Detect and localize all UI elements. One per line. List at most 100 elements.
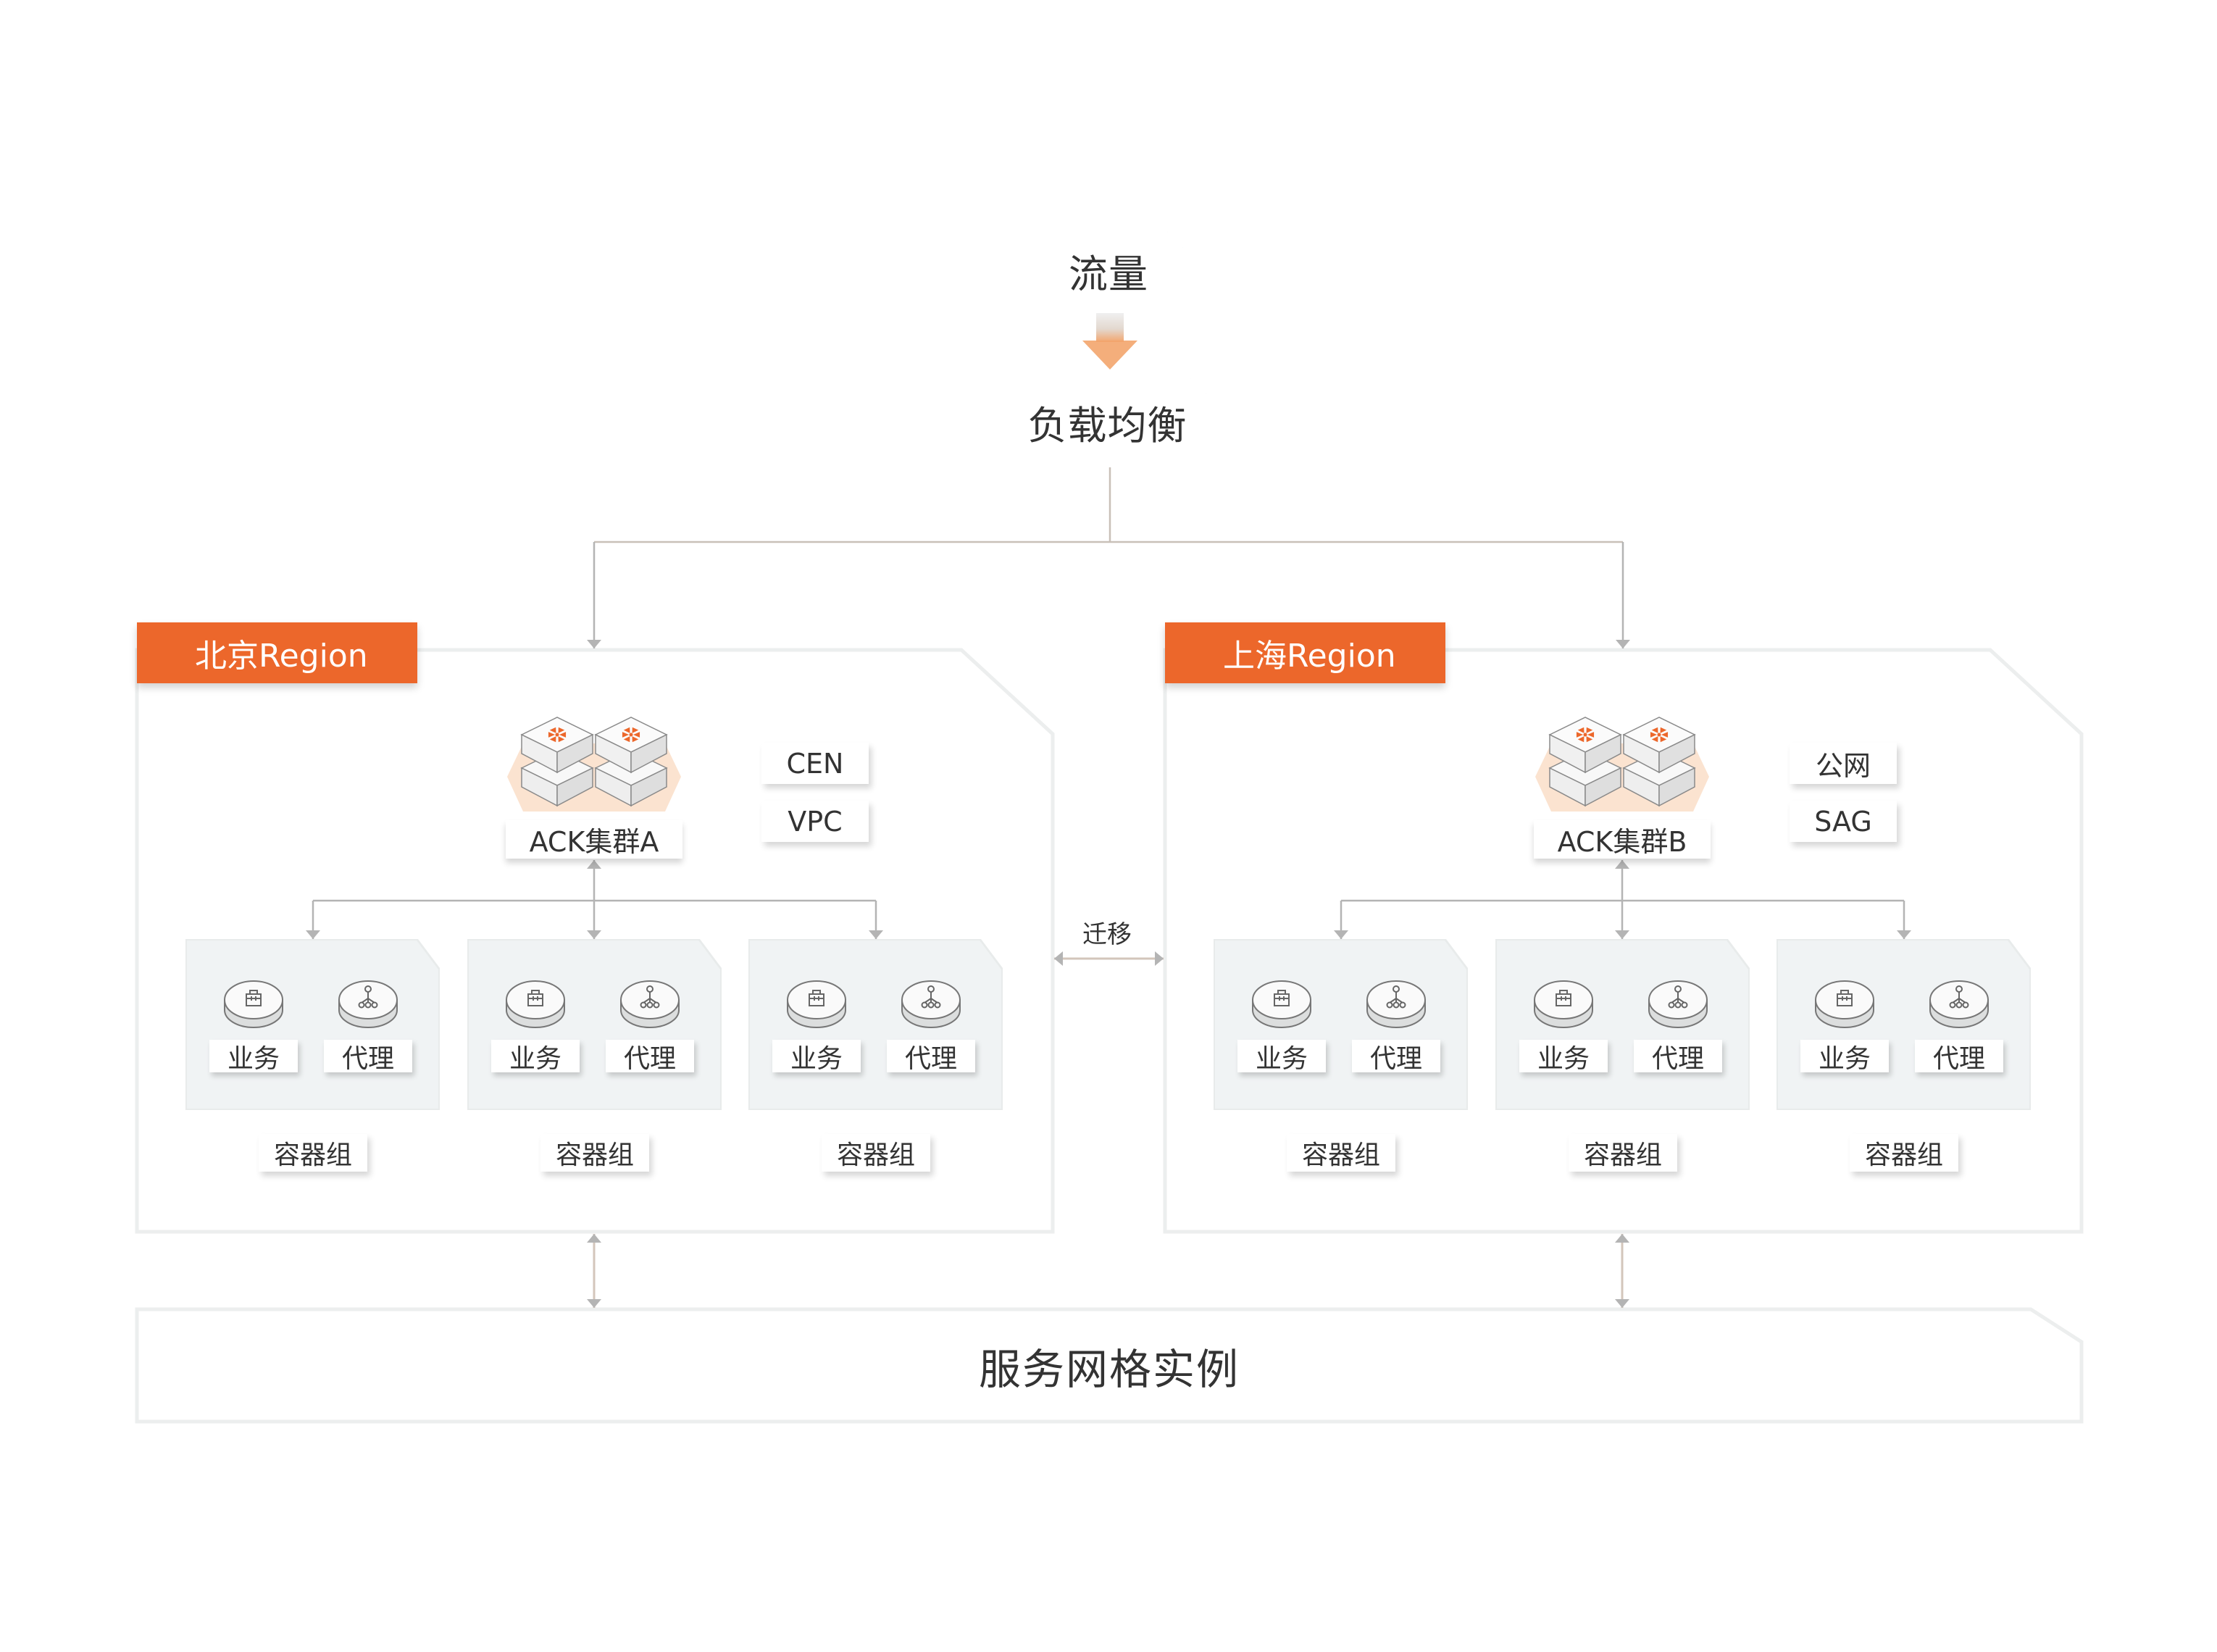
proxy-label-text: 代理 (1651, 1043, 1704, 1074)
proxy-label-text: 代理 (1369, 1043, 1422, 1074)
hierarchy-icon (1386, 985, 1406, 1009)
load-balancer-label: 负载均衡 (1027, 403, 1187, 449)
server-cube-icon (1548, 717, 1622, 807)
network-tag: SAG (1790, 801, 1897, 842)
proxy-label: 代理 (887, 1040, 975, 1074)
migration-label: 迁移 (1082, 920, 1132, 949)
kubernetes-wheel-icon (1650, 727, 1669, 743)
app-container[interactable] (505, 977, 566, 1033)
pod-group-caption: 容器组 (259, 1134, 367, 1172)
pod-group-caption: 容器组 (1850, 1134, 1958, 1172)
pod-group[interactable] (187, 940, 438, 1109)
proxy-label-text: 代理 (623, 1043, 676, 1074)
hierarchy-icon (1949, 985, 1969, 1009)
pod-group[interactable] (1497, 940, 1748, 1109)
proxy-label: 代理 (1352, 1040, 1440, 1074)
pod-group[interactable] (750, 940, 1001, 1109)
kubernetes-wheel-icon (1576, 727, 1595, 743)
pod-group-caption-text: 容器组 (1864, 1140, 1943, 1170)
briefcase-icon (246, 990, 262, 1006)
proxy-label-text: 代理 (1932, 1043, 1985, 1074)
app-container[interactable] (786, 977, 847, 1033)
traffic-node: 流量 (1034, 232, 1183, 309)
proxy-label: 代理 (606, 1040, 694, 1074)
pod-group-caption-text: 容器组 (1583, 1140, 1662, 1170)
proxy-container[interactable] (338, 977, 398, 1033)
hierarchy-icon (640, 985, 660, 1009)
proxy-label-text: 代理 (904, 1043, 957, 1074)
cluster-hexagon-bg (1535, 743, 1709, 812)
hierarchy-icon (358, 985, 378, 1009)
network-tag-label: SAG (1814, 805, 1872, 838)
ack-cluster-name: ACK集群A (529, 826, 659, 858)
briefcase-icon (809, 990, 824, 1006)
pod-group-caption-text: 容器组 (836, 1140, 915, 1170)
traffic-flow-arrow (1082, 313, 1137, 370)
kubernetes-wheel-icon (548, 727, 567, 743)
lb-split-connector (594, 467, 1623, 543)
ack-cluster-label[interactable]: ACK集群B (1534, 820, 1711, 859)
pod-group[interactable] (469, 940, 720, 1109)
briefcase-icon (1837, 990, 1853, 1006)
app-container[interactable] (223, 977, 284, 1033)
app-label-text: 业务 (509, 1043, 561, 1074)
ack-cluster-name: ACK集群B (1557, 826, 1687, 858)
pod-group-caption-text: 容器组 (273, 1140, 352, 1170)
app-label-text: 业务 (1818, 1043, 1871, 1074)
cluster-hexagon-bg (507, 743, 681, 812)
app-container[interactable] (1533, 977, 1594, 1033)
network-tag: CEN (761, 743, 869, 784)
region-header: 北京Region (137, 622, 417, 683)
app-label-text: 业务 (790, 1043, 843, 1074)
hierarchy-icon (921, 985, 941, 1009)
app-label: 业务 (1800, 1040, 1889, 1074)
hierarchy-icon (1668, 985, 1688, 1009)
pod-group-caption: 容器组 (1569, 1134, 1677, 1172)
region-header: 上海Region (1165, 622, 1445, 683)
proxy-container[interactable] (1366, 977, 1427, 1033)
proxy-container[interactable] (1648, 977, 1708, 1033)
pod-group-caption: 容器组 (540, 1134, 649, 1172)
server-cube-icon (594, 717, 668, 807)
proxy-label: 代理 (324, 1040, 412, 1074)
pod-group-caption-text: 容器组 (555, 1140, 634, 1170)
proxy-label: 代理 (1915, 1040, 2003, 1074)
app-container[interactable] (1251, 977, 1312, 1033)
proxy-container[interactable] (1929, 977, 1990, 1033)
pod-group[interactable] (1778, 940, 2029, 1109)
network-tag-label: CEN (786, 747, 844, 780)
network-tag: 公网 (1790, 743, 1897, 784)
service-mesh-label: 服务网格实例 (978, 1344, 1240, 1394)
load-balancer-node: 负载均衡 (1009, 378, 1206, 466)
app-label: 业务 (772, 1040, 861, 1074)
briefcase-icon (1274, 990, 1290, 1006)
proxy-label-text: 代理 (341, 1043, 394, 1074)
app-label-text: 业务 (227, 1043, 280, 1074)
network-tag-label: 公网 (1815, 750, 1871, 782)
briefcase-icon (527, 990, 543, 1006)
pod-group-caption: 容器组 (822, 1134, 930, 1172)
region-name: 北京Region (195, 638, 368, 675)
proxy-container[interactable] (619, 977, 680, 1033)
traffic-label: 流量 (1069, 251, 1148, 297)
pod-group[interactable] (1215, 940, 1466, 1109)
pod-group-caption-text: 容器组 (1301, 1140, 1380, 1170)
region-name: 上海Region (1223, 638, 1396, 675)
app-label: 业务 (491, 1040, 580, 1074)
briefcase-icon (1556, 990, 1571, 1006)
network-tag: VPC (761, 801, 869, 842)
app-label: 业务 (209, 1040, 298, 1074)
kubernetes-wheel-icon (622, 727, 640, 743)
server-cube-icon (1622, 717, 1696, 807)
app-container[interactable] (1814, 977, 1875, 1033)
proxy-container[interactable] (901, 977, 961, 1033)
network-tag-label: VPC (788, 805, 843, 838)
app-label-text: 业务 (1537, 1043, 1590, 1074)
app-label: 业务 (1519, 1040, 1608, 1074)
app-label-text: 业务 (1255, 1043, 1308, 1074)
server-cube-icon (520, 717, 594, 807)
service-mesh-instance: 服务网格实例 (137, 1309, 2082, 1422)
proxy-label: 代理 (1634, 1040, 1722, 1074)
pod-group-caption: 容器组 (1287, 1134, 1395, 1172)
ack-cluster-label[interactable]: ACK集群A (506, 820, 682, 859)
